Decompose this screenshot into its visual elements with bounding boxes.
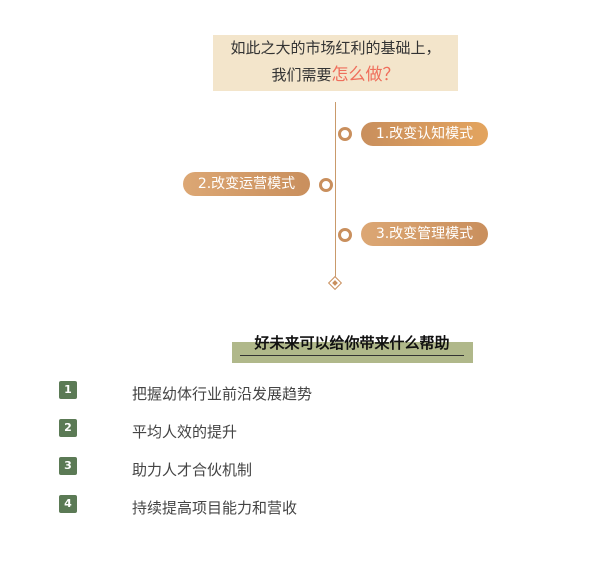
timeline-line — [335, 102, 336, 278]
timeline-item-3: 3.改变管理模式 — [361, 222, 488, 246]
diamond-end-icon — [327, 275, 343, 291]
section-title: 好未来可以给你带来什么帮助 — [240, 332, 464, 356]
question-highlight: 怎么做？ — [331, 65, 400, 85]
benefit-item: 助力人才合伙机制 — [132, 461, 253, 479]
question-prefix: 我们需要 — [271, 66, 332, 84]
benefit-item: 平均人效的提升 — [132, 423, 238, 441]
benefit-number: 3 — [59, 457, 77, 475]
timeline-dot — [338, 228, 352, 242]
benefit-number: 1 — [59, 381, 77, 399]
section-title-background — [232, 342, 473, 363]
timeline-item-1: 1.改变认知模式 — [361, 122, 488, 146]
benefit-number: 4 — [59, 495, 77, 513]
timeline-dot — [319, 178, 333, 192]
timeline-dot — [338, 127, 352, 141]
benefit-number: 2 — [59, 419, 77, 437]
question-line1: 如此之大的市场红利的基础上， — [230, 39, 441, 57]
benefit-item: 把握幼体行业前沿发展趋势 — [132, 385, 313, 403]
benefit-item: 持续提高项目能力和营收 — [132, 499, 298, 517]
timeline-item-2: 2.改变运营模式 — [183, 172, 310, 196]
question-box: 如此之大的市场红利的基础上， 我们需要怎么做？ — [213, 35, 458, 91]
question-line2: 我们需要怎么做？ — [213, 62, 458, 89]
